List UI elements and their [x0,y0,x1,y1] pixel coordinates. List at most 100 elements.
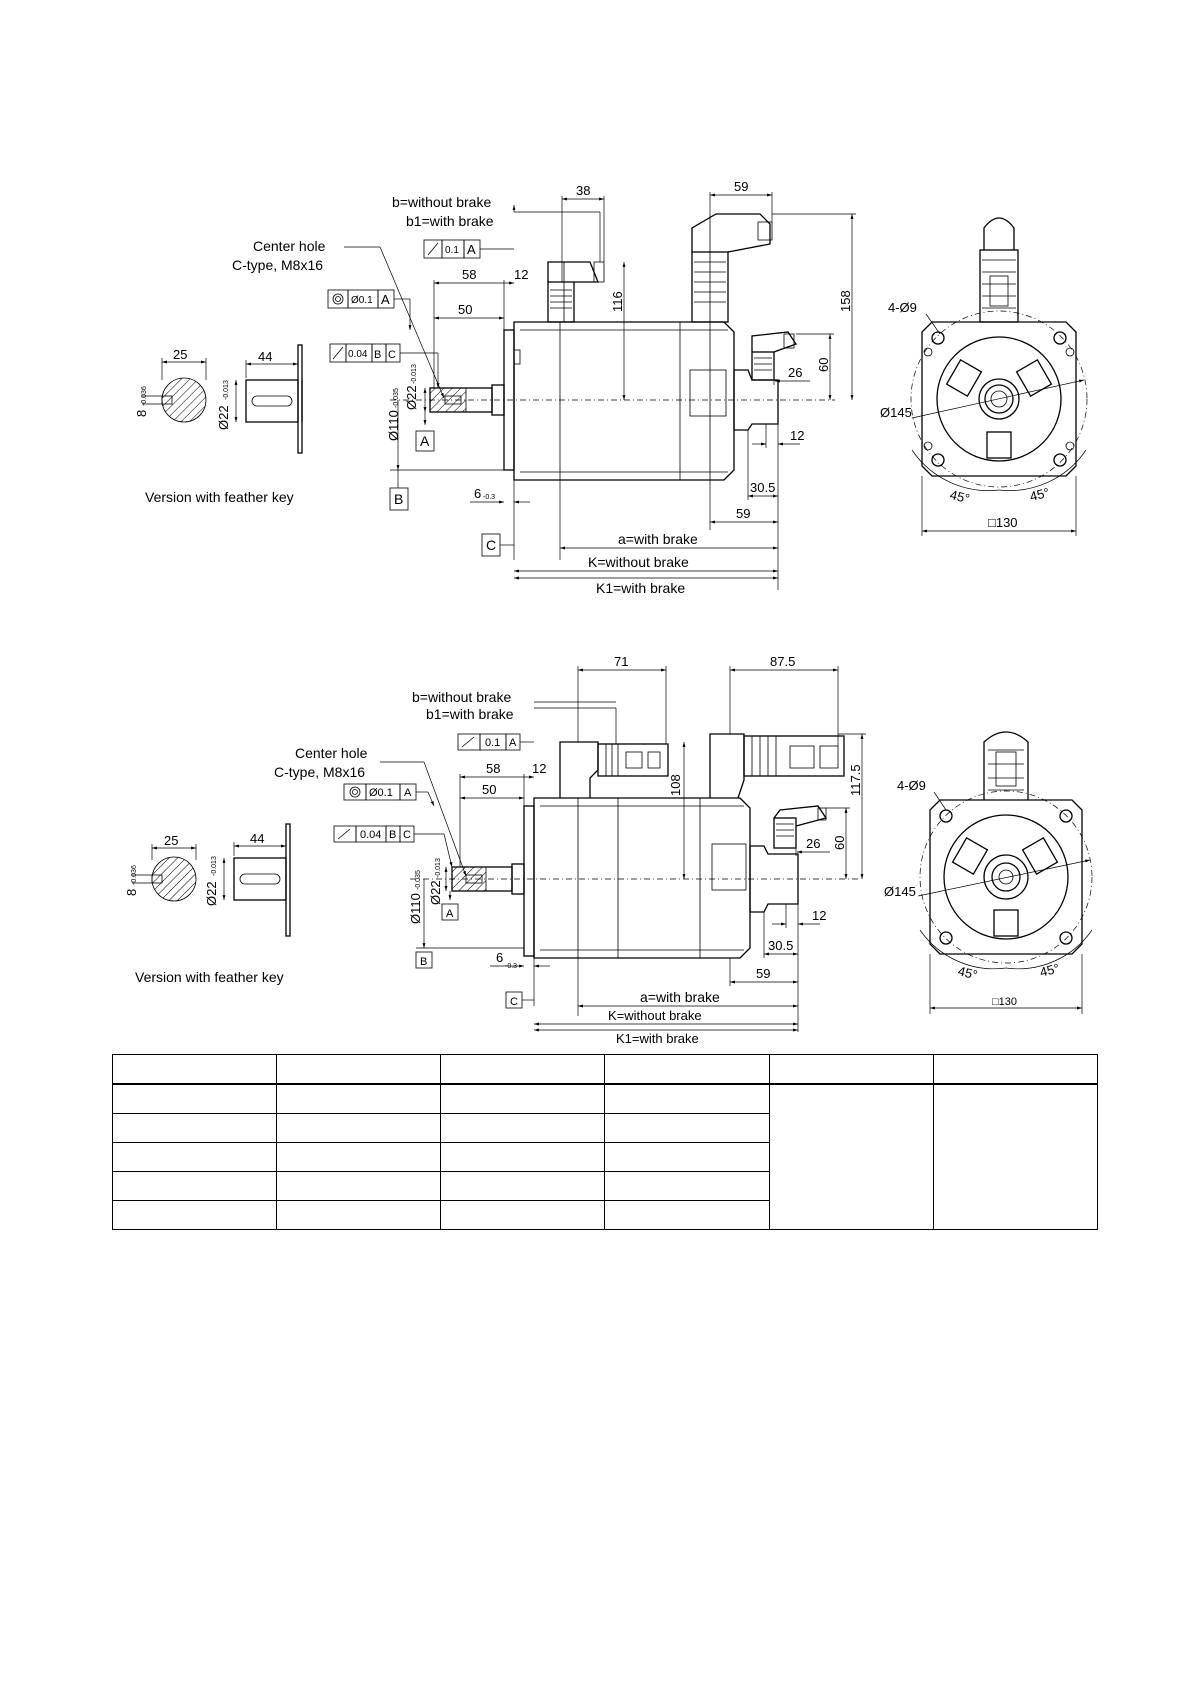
dim-116: 116 [610,291,625,312]
dim-60: 60 [816,358,831,372]
datum-c-2 [505,991,523,1009]
feather-key-label: Version with feather key [145,489,294,505]
angle-right: 45° [1028,485,1051,504]
table-header-cell [440,1054,606,1085]
svg-text:C: C [388,349,396,361]
center-hole-label-2-b: C-type, M8x16 [274,764,365,780]
dim-50: 50 [458,302,472,317]
svg-text:0.1: 0.1 [445,245,459,256]
mounting-holes [923,331,1075,467]
holes-label-b: 4-Ø9 [897,778,926,793]
dim-58: 58 [462,267,476,282]
a-with-label: a=with brake [618,531,698,547]
table-cell [440,1171,606,1201]
dim-108: 108 [668,774,683,796]
dim-110: Ø110 [386,410,401,441]
datum-a [415,430,435,452]
k-without-label-b: K=without brake [608,1008,702,1023]
svg-text:A: A [420,433,430,449]
dim-44: 44 [258,349,272,364]
dim-12-right-b: 12 [812,908,826,923]
dim-8-b: 8 [124,889,139,896]
table-row [111,1113,1098,1143]
dim-50-b: 50 [482,782,496,797]
table-cell [440,1113,606,1143]
motor-end-view: □130 45° 45° 4-Ø9 Ø145 [880,217,1088,536]
tolerance-frame-runout-a: 0.1 A [423,239,514,259]
dim-25-b: 25 [164,833,178,848]
motor-side-view-2: B A C Ø110 -0.035 Ø22 -0.013 0.1 A [274,654,866,1046]
key-section [161,395,173,405]
dim-110-tol-b: -0.035 [415,870,422,890]
table-cell [604,1171,770,1201]
dim-26: 26 [788,365,802,380]
motor-body-2 [533,797,751,959]
datum-c [481,533,501,557]
tolerance-frame-runout-bc: 0.04 B C [329,343,440,388]
b1-with-label: b1=with brake [406,213,494,229]
table-cell [111,1142,278,1172]
end-square [921,321,1077,477]
dim-8-tol-b: -0.036 [131,865,138,885]
motor-end-view-2: □130 45° 45° 4-Ø9 Ø145 [884,731,1093,1014]
pcd-label: Ø145 [880,405,912,420]
svg-text:B: B [374,349,381,361]
dim-6-b: 6 [496,950,503,965]
signal-connector-2 [709,733,845,799]
tolerance-frame-runout-bc-2: 0.04 B C [333,825,453,868]
dim-58-b: 58 [486,761,500,776]
table-cell [440,1142,606,1172]
dim-22-shaft-tol: -0.013 [411,364,418,384]
table-merged-cell [768,1083,934,1230]
mounting-holes-2 [939,809,1073,945]
end-connector-2 [983,731,1029,800]
svg-text:0.04: 0.04 [348,349,368,360]
feather-key-view: 25 8 -0.036 44 Ø22 -0.013 Version with f… [134,344,303,505]
k1-with-label-b: K1=with brake [616,1031,699,1046]
dim-110-tol: -0.035 [393,388,400,408]
dim-22-shaft: Ø22 [404,385,419,410]
holes-label: 4-Ø9 [888,300,917,315]
shaft-end [978,378,1020,420]
dim-87-5: 87.5 [770,654,795,669]
dim-22-key: Ø22 [216,405,231,430]
table-row [111,1083,1099,1230]
table-cell [604,1113,770,1143]
datum-a-2 [441,903,459,921]
b-without-label-b: b=without brake [412,689,511,705]
datum-b [389,487,409,511]
table-row [111,1200,1098,1230]
dim-22-key-b: Ø22 [204,881,219,906]
power-connector-2 [559,741,669,798]
dim-22-shaft-tol-b: -0.013 [435,858,442,878]
table-cell [276,1083,442,1114]
dim-117-5: 117.5 [848,764,863,796]
table-cell [111,1200,278,1230]
tolerance-frame-concentric: Ø0.1 A [327,289,412,330]
angle-left-b: 45° [956,963,979,982]
dim-71: 71 [614,654,628,669]
square-label-b: □130 [992,996,1017,1008]
dim-6: 6 [474,486,481,501]
dim-22-key-tol-b: -0.013 [211,856,218,876]
center-hole-label-1-b: Center hole [295,745,368,761]
motor-drawing-bottom: 25 8 -0.036 44 Ø22 -0.013 Version with f… [124,654,1093,1046]
svg-text:C: C [510,996,518,1008]
b1-with-label-b: b1=with brake [426,706,514,722]
shaft-section-2 [151,856,197,902]
table-header-cell [768,1054,934,1085]
dim-22-key-tol: -0.013 [223,380,230,400]
feather-key-label-b: Version with feather key [135,969,284,985]
table-cell [604,1142,770,1172]
square-label: □130 [988,515,1018,530]
svg-text:A: A [404,787,412,799]
dim-12-top-b: 12 [532,761,546,776]
motor-side-view: B A C Ø110 -0.035 Ø22 -0.013 0.1 A [232,179,856,596]
table-cell [604,1200,770,1230]
svg-text:0.04: 0.04 [360,829,381,841]
table-header-cell [932,1054,1099,1085]
dim-30-5-b: 30.5 [768,938,793,953]
end-connector [979,217,1019,323]
svg-text:A: A [381,292,390,307]
